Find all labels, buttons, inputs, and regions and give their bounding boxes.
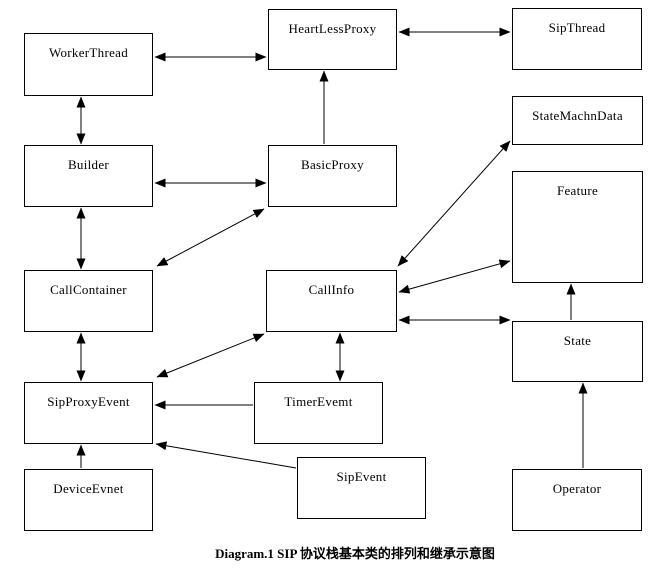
node-call-container: CallContainer — [24, 270, 153, 332]
node-label: HeartLessProxy — [288, 21, 377, 36]
node-label: WorkerThread — [48, 45, 129, 60]
edge-call-info-sip-proxy-event — [156, 333, 265, 378]
node-call-info: CallInfo — [266, 270, 397, 332]
node-label: Feature — [556, 183, 599, 198]
node-label: TimerEvemt — [284, 394, 353, 409]
node-state-machn-data: StateMachnData — [512, 96, 643, 145]
edge-call-info-state-machn-data — [397, 140, 511, 267]
node-heartless-proxy: HeartLessProxy — [268, 9, 397, 70]
node-label: SipProxyEvent — [47, 394, 130, 409]
edge-call-info-feature — [398, 259, 511, 294]
node-label: CallContainer — [50, 282, 127, 297]
node-builder: Builder — [24, 145, 153, 207]
node-label: Operator — [552, 481, 602, 496]
node-sip-event: SipEvent — [297, 457, 426, 519]
node-label: DeviceEvnet — [53, 481, 124, 496]
node-state: State — [512, 321, 643, 382]
node-sip-proxy-event: SipProxyEvent — [24, 382, 153, 444]
edge-basic-proxy-call-container — [156, 208, 265, 267]
diagram-caption: Diagram.1 SIP 协议栈基本类的排列和继承示意图 — [215, 546, 495, 561]
node-timer-evemt: TimerEvemt — [254, 382, 383, 444]
node-label: BasicProxy — [301, 157, 364, 172]
node-worker-thread: WorkerThread — [24, 33, 153, 96]
node-feature: Feature — [512, 171, 643, 283]
edge-sip-event-sip-proxy-event — [155, 441, 297, 469]
node-label: SipEvent — [336, 469, 387, 484]
node-label: StateMachnData — [532, 108, 623, 123]
node-label: Builder — [67, 157, 110, 172]
node-label: CallInfo — [308, 282, 355, 297]
node-label: State — [563, 333, 592, 348]
node-label: SipThread — [548, 20, 606, 35]
node-device-evnet: DeviceEvnet — [24, 469, 153, 531]
node-sip-thread: SipThread — [512, 8, 642, 70]
node-operator: Operator — [512, 469, 642, 531]
node-basic-proxy: BasicProxy — [268, 145, 397, 207]
